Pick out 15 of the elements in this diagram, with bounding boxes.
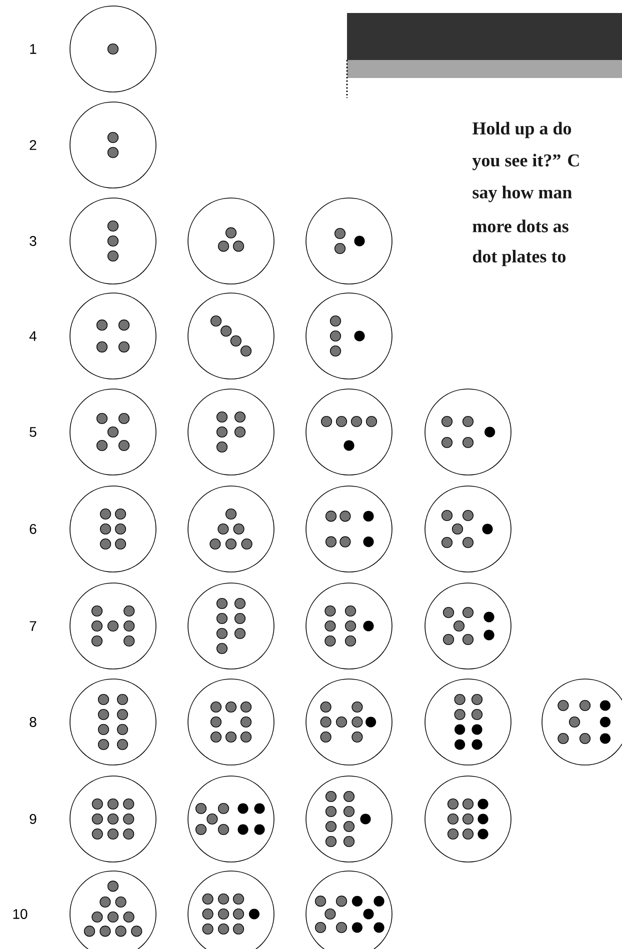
- text-line: Hold up a do: [472, 122, 572, 138]
- row-number: 5: [30, 427, 36, 437]
- row-number: 1: [30, 44, 36, 54]
- row-number: 4: [29, 331, 36, 341]
- text-line: say how man: [472, 186, 572, 202]
- text-line: more dots as: [472, 220, 568, 232]
- row-number: 6: [30, 524, 36, 534]
- text-line: you see it?” C: [472, 154, 579, 170]
- row-number: 9: [30, 814, 36, 824]
- row-number: 7: [30, 621, 36, 631]
- text-line: dot plates to: [472, 250, 566, 266]
- row-number: 8: [30, 717, 36, 727]
- row-number: 2: [30, 140, 36, 150]
- row-number: 10: [13, 909, 28, 919]
- row-number: 3: [30, 236, 36, 246]
